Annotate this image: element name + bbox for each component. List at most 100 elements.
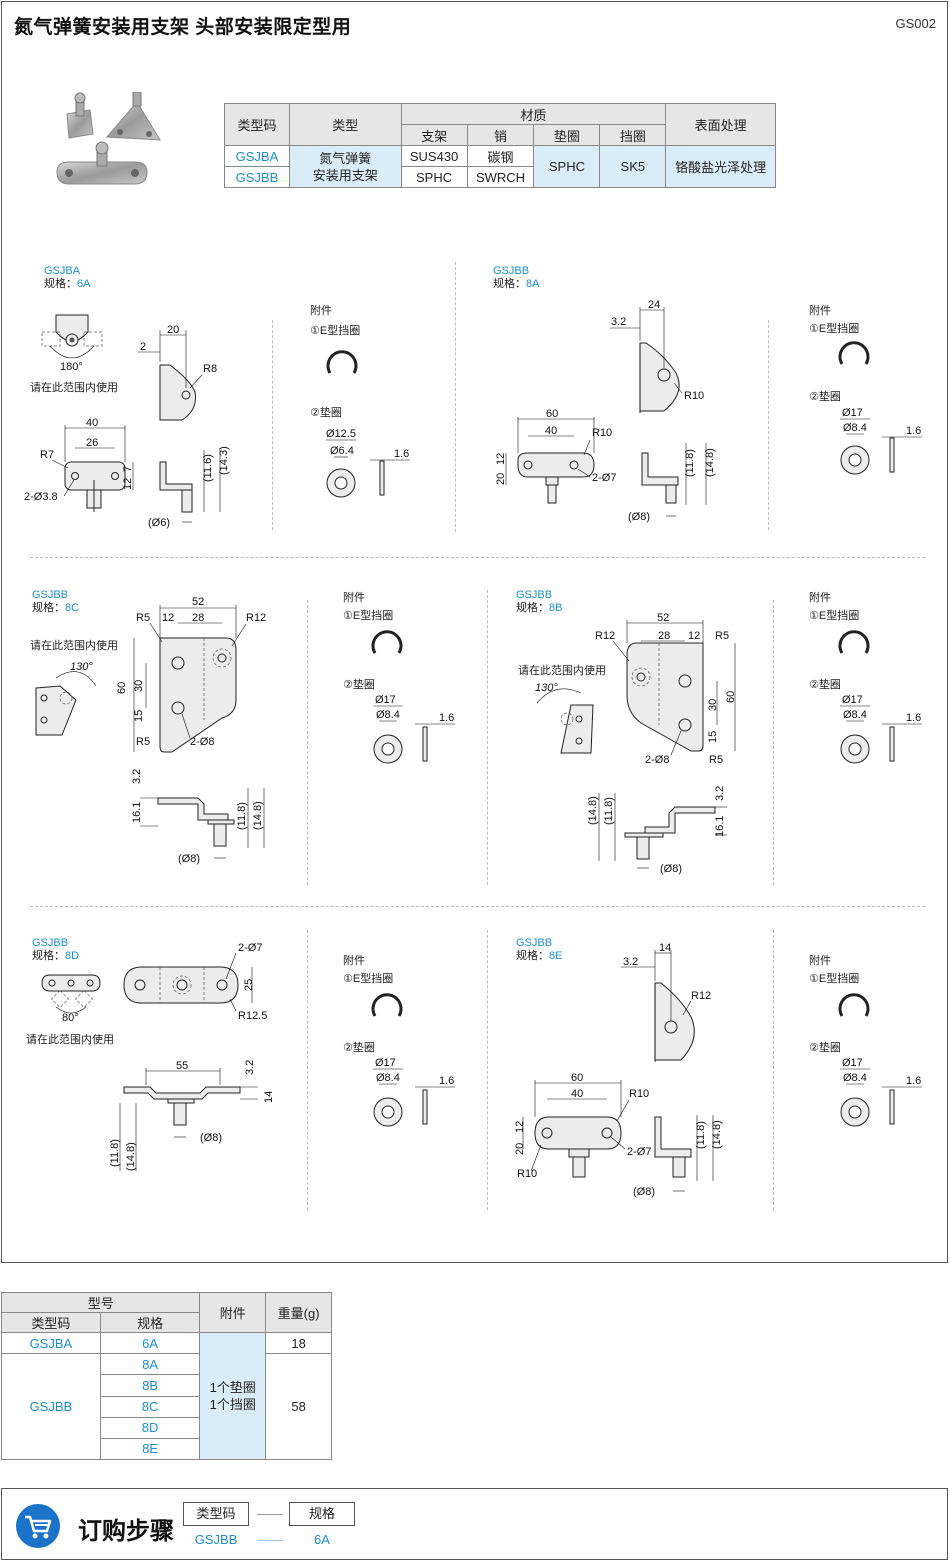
dim-52: 52 bbox=[657, 612, 669, 624]
separator bbox=[307, 930, 308, 1210]
range-note: 请在此范围内使用 bbox=[518, 665, 606, 677]
dim-12: 12 bbox=[122, 478, 134, 490]
dim-15: 15 bbox=[133, 710, 145, 722]
dim-r12: R12 bbox=[246, 612, 266, 624]
order-connector bbox=[257, 1514, 283, 1515]
dim-14-8: (14.8) bbox=[704, 448, 716, 477]
panel-code: GSJBB bbox=[516, 937, 553, 949]
dim-r7: R7 bbox=[40, 449, 54, 461]
dim-14-8: (14.8) bbox=[252, 801, 264, 830]
code-a: GSJBA bbox=[1, 1332, 101, 1355]
separator bbox=[487, 590, 488, 885]
dim-hole: 2-Ø8 bbox=[190, 736, 214, 748]
separator bbox=[455, 262, 456, 532]
washer-id: Ø8.4 bbox=[843, 709, 867, 721]
dim-3-2: 3.2 bbox=[714, 786, 726, 801]
dim-r5b: R5 bbox=[136, 736, 150, 748]
dim-20: 20 bbox=[167, 324, 179, 336]
washer-label: ②垫圈 bbox=[809, 1042, 841, 1054]
th-type-code: 类型码 bbox=[1, 1312, 101, 1334]
spec-cell: 8A bbox=[99, 1353, 201, 1376]
main-frame bbox=[1, 1, 948, 1263]
dim-angle: 130° bbox=[535, 682, 558, 694]
dim-r5: R5 bbox=[136, 612, 150, 624]
th-pin: 销 bbox=[466, 124, 535, 146]
th-bracket: 支架 bbox=[400, 124, 468, 146]
dim-3-2: 3.2 bbox=[611, 316, 626, 328]
ering-label: ①E型挡圈 bbox=[343, 973, 394, 985]
dim-hole: 2-Ø8 bbox=[645, 754, 669, 766]
range-note: 请在此范围内使用 bbox=[30, 382, 118, 394]
dim-angle: 130° bbox=[70, 661, 93, 673]
dim-60: 60 bbox=[546, 408, 558, 420]
dim-r10b: R10 bbox=[592, 427, 612, 439]
th-accessory: 附件 bbox=[199, 1291, 267, 1334]
th-type: 类型 bbox=[288, 103, 402, 146]
washer-thk: 1.6 bbox=[906, 1075, 921, 1087]
washer-od: Ø17 bbox=[375, 694, 396, 706]
dim-40: 40 bbox=[86, 417, 98, 429]
th-material: 材质 bbox=[400, 103, 667, 125]
page-title: 氮气弹簧安装用支架 头部安装限定型用 bbox=[14, 17, 352, 38]
dim-hole: 2-Ø7 bbox=[627, 1146, 651, 1158]
dim-3-2: 3.2 bbox=[244, 1060, 256, 1075]
panel-spec: 8A bbox=[526, 278, 540, 290]
washer-thk: 1.6 bbox=[394, 448, 409, 460]
dim-2: 2 bbox=[140, 341, 146, 353]
surface-cell: 铬酸盐光泽处理 bbox=[665, 145, 776, 188]
ring-cell: SK5 bbox=[599, 145, 667, 188]
dim-24: 24 bbox=[648, 299, 660, 311]
dim-12: 12 bbox=[162, 612, 174, 624]
row-code-a: GSJBA bbox=[224, 145, 290, 167]
dim-14: 14 bbox=[659, 942, 671, 954]
separator bbox=[30, 906, 925, 907]
washer-id: Ø8.4 bbox=[376, 709, 400, 721]
dim-r5: R5 bbox=[715, 630, 729, 642]
spec-cell: 6A bbox=[99, 1332, 201, 1355]
drawing-8c: 130° 52 28 12 R5 R12 60 30 15 R5 2-Ø8 3.… bbox=[35, 596, 266, 865]
dim-16-1: 16.1 bbox=[131, 802, 143, 823]
dim-r12: R12 bbox=[595, 630, 615, 642]
dim-11-8: (11.8) bbox=[603, 797, 615, 825]
washer-id: Ø8.4 bbox=[843, 1072, 867, 1084]
dim-11-6: (11.6) bbox=[202, 454, 214, 482]
panel-8c-label: GSJBB 规格：8C bbox=[32, 589, 79, 615]
dim-r10: R10 bbox=[629, 1088, 649, 1100]
dim-60: 60 bbox=[725, 691, 737, 703]
spec-prefix: 规格： bbox=[516, 602, 549, 614]
order-value-type-code: GSJBB bbox=[194, 1532, 238, 1547]
washer-cell: SPHC bbox=[533, 145, 601, 188]
washer-label: ②垫圈 bbox=[310, 407, 342, 419]
panel-code: GSJBB bbox=[493, 265, 530, 277]
panel-8d-label: GSJBB 规格：8D bbox=[32, 937, 79, 963]
dim-15: 15 bbox=[707, 731, 719, 743]
drawing-6a: 180° 20 2 R8 40 26 R7 2-Ø3.8 12 7 (11.6)… bbox=[24, 314, 230, 529]
washer-thk: 1.6 bbox=[439, 712, 454, 724]
order-box-type-code: 类型码 bbox=[183, 1502, 249, 1526]
dim-pin: (Ø8) bbox=[633, 1186, 655, 1198]
washer-label: ②垫圈 bbox=[343, 1042, 375, 1054]
separator bbox=[768, 320, 769, 530]
dim-14-8: (14.8) bbox=[587, 796, 599, 825]
panel-code: GSJBB bbox=[32, 589, 69, 601]
dim-hole: 2-Ø7 bbox=[592, 472, 616, 484]
panel-8a-label: GSJBB 规格：8A bbox=[493, 265, 539, 291]
washer-od: Ø12.5 bbox=[326, 428, 356, 440]
dim-55: 55 bbox=[176, 1060, 188, 1072]
th-washer: 垫圈 bbox=[533, 124, 601, 146]
spec-cell: 8C bbox=[99, 1395, 201, 1418]
dim-16-1: 16.1 bbox=[714, 816, 726, 837]
spec-prefix: 规格： bbox=[516, 950, 549, 962]
bracket-a: SUS430 bbox=[400, 145, 468, 167]
th-spec: 规格 bbox=[99, 1312, 201, 1334]
separator bbox=[773, 930, 774, 1210]
dim-60: 60 bbox=[571, 1072, 583, 1084]
washer-od: Ø17 bbox=[375, 1057, 396, 1069]
dim-3-2: 3.2 bbox=[623, 956, 638, 968]
dim-14-8: (14.8) bbox=[711, 1120, 723, 1149]
panel-code: GSJBA bbox=[44, 265, 81, 277]
th-weight: 重量(g) bbox=[265, 1291, 332, 1334]
accessory-label: 附件 bbox=[809, 955, 831, 967]
dim-30: 30 bbox=[707, 699, 719, 711]
shopping-cart-icon bbox=[16, 1504, 60, 1548]
